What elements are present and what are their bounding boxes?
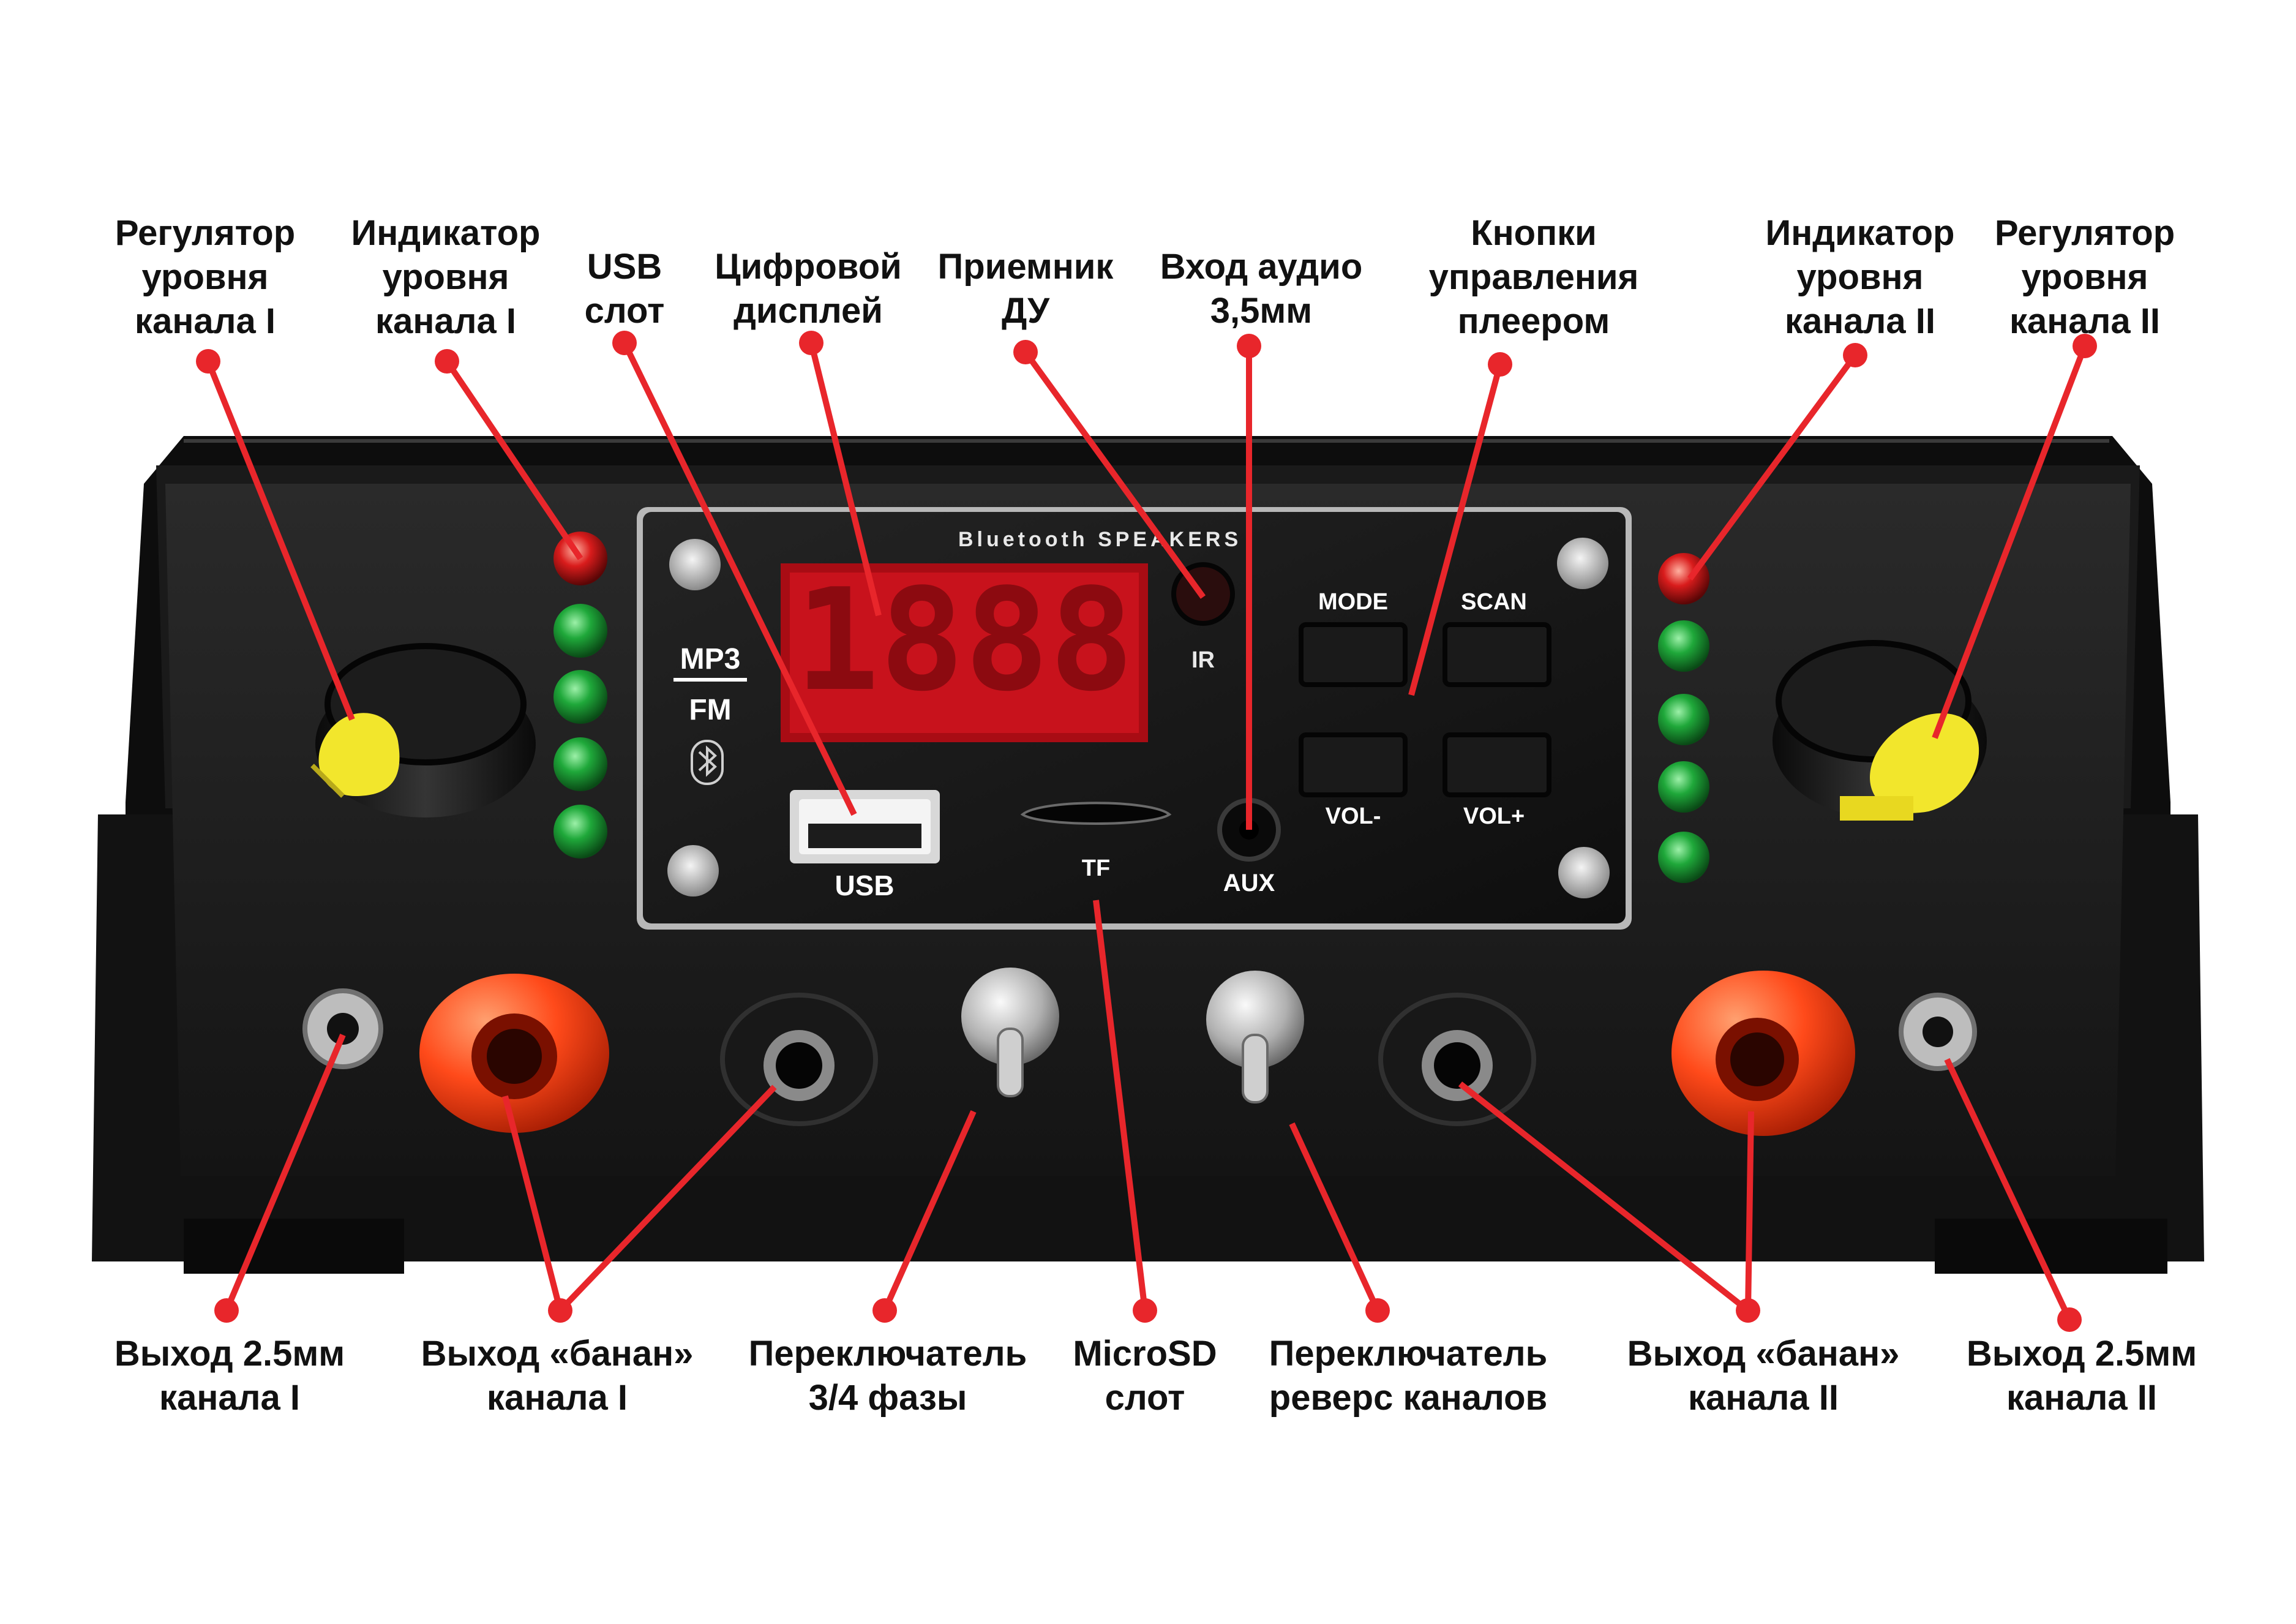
bluetooth-icon bbox=[691, 740, 724, 785]
bolt-icon bbox=[1557, 538, 1608, 589]
callout-dots bbox=[196, 331, 2097, 1332]
banana-output-channel-2-black[interactable] bbox=[1378, 993, 1536, 1126]
vol-minus-label: VOL- bbox=[1326, 803, 1381, 829]
callout-output-2-5mm-channel-2: Выход 2.5мм канала II bbox=[1966, 1334, 2197, 1418]
display-digits: 1888 bbox=[795, 559, 1134, 723]
digital-display: 1888 bbox=[781, 559, 1148, 742]
mp3-label: MP3 bbox=[680, 643, 741, 675]
level-knob-channel-1[interactable] bbox=[310, 643, 536, 818]
vol-plus-button[interactable] bbox=[1443, 732, 1551, 797]
phase-toggle-switch[interactable] bbox=[961, 968, 1059, 1097]
callout-level-indicator-channel-2: Индикатор уровня канала II bbox=[1765, 213, 1955, 341]
banana-output-channel-1-black[interactable] bbox=[720, 993, 878, 1126]
callout-player-buttons: Кнопки управления плеером bbox=[1428, 213, 1639, 341]
callout-microsd-slot: MicroSD слот bbox=[1073, 1334, 1217, 1418]
callout-lines bbox=[205, 341, 2088, 1321]
usb-label: USB bbox=[835, 870, 894, 901]
led-green bbox=[1658, 761, 1709, 813]
bolt-icon bbox=[1558, 847, 1610, 898]
mp3-module: Bluetooth SPEAKERS MP3 FM 1888 IR MODE S… bbox=[637, 507, 1632, 930]
callout-level-indicator-channel-1: Индикатор уровня канала I bbox=[351, 213, 541, 341]
callout-usb-slot: USB слот bbox=[584, 247, 665, 331]
module-brand-label: Bluetooth SPEAKERS bbox=[958, 528, 1242, 551]
callout-aux-input: Вход аудио 3,5мм bbox=[1160, 247, 1363, 331]
led-green bbox=[553, 737, 607, 791]
led-green bbox=[553, 670, 607, 724]
tf-label: TF bbox=[1082, 855, 1110, 881]
left-foot bbox=[184, 1219, 404, 1274]
callout-level-regulator-channel-2: Регулятор уровня канала II bbox=[1994, 213, 2175, 341]
aux-label: AUX bbox=[1223, 870, 1275, 897]
output-2-5mm-channel-2[interactable] bbox=[1899, 993, 1977, 1071]
banana-output-channel-2-red[interactable] bbox=[1671, 971, 1855, 1136]
callout-level-regulator-channel-1: Регулятор уровня канала I bbox=[114, 213, 296, 341]
bolt-icon bbox=[669, 539, 721, 590]
led-green bbox=[553, 604, 607, 658]
callout-banana-output-channel-1: Выход «банан» канала I bbox=[421, 1334, 694, 1418]
led-green bbox=[553, 805, 607, 859]
banana-output-channel-1-red[interactable] bbox=[419, 974, 609, 1133]
mode-label: MODE bbox=[1318, 589, 1388, 615]
led-green bbox=[1658, 620, 1709, 672]
scan-label: SCAN bbox=[1461, 589, 1527, 615]
mode-button[interactable] bbox=[1299, 622, 1408, 687]
callout-reverse-switch: Переключатель реверс каналов bbox=[1269, 1334, 1548, 1418]
led-green bbox=[1658, 832, 1709, 883]
callout-ir-receiver: Приемник ДУ bbox=[937, 247, 1114, 331]
microsd-slot[interactable] bbox=[1020, 802, 1172, 825]
ir-label: IR bbox=[1191, 647, 1215, 673]
reverse-toggle-switch[interactable] bbox=[1206, 971, 1304, 1103]
callout-banana-output-channel-2: Выход «банан» канала II bbox=[1627, 1334, 1900, 1418]
right-foot bbox=[1935, 1219, 2167, 1274]
bolt-icon bbox=[667, 845, 719, 897]
vol-minus-button[interactable] bbox=[1299, 732, 1408, 797]
level-knob-channel-2[interactable] bbox=[1773, 640, 1987, 821]
callout-digital-display: Цифровой дисплей bbox=[715, 247, 902, 331]
fm-label: FM bbox=[689, 694, 731, 726]
callout-output-2-5mm-channel-1: Выход 2.5мм канала I bbox=[114, 1334, 345, 1418]
output-2-5mm-channel-1[interactable] bbox=[302, 988, 383, 1069]
usb-slot[interactable] bbox=[790, 790, 940, 863]
level-indicator-channel-2 bbox=[1658, 553, 1709, 883]
callout-phase-switch: Переключатель 3/4 фазы bbox=[748, 1334, 1027, 1418]
led-green bbox=[1658, 694, 1709, 745]
scan-button[interactable] bbox=[1443, 622, 1551, 687]
vol-plus-label: VOL+ bbox=[1463, 803, 1525, 829]
